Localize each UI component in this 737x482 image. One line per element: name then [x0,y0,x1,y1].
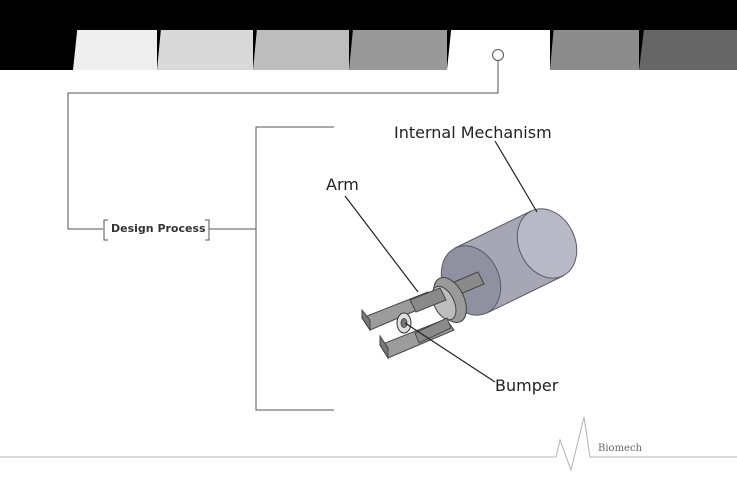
cylinder-housing [440,208,578,316]
section-label-design-process: Design Process [111,222,206,235]
tab-4[interactable] [349,30,447,70]
leader-internal-mechanism [494,140,538,213]
content-bracket [255,126,334,411]
callout-internal-mechanism: Internal Mechanism [394,123,552,142]
leader-bumper [404,322,496,383]
tab-3[interactable] [253,30,349,70]
tab-7[interactable] [639,30,737,70]
footer-brand: Biomech [598,443,643,454]
header-bar [0,0,737,70]
leader-arm [344,195,419,293]
arm-assembly [361,287,455,360]
active-tab-marker [492,49,504,61]
footer-pulse-line [0,416,737,472]
tree-connector [67,61,499,230]
label-bracket-left [103,219,108,241]
mechanism-illustration [361,208,578,360]
bumper [396,312,412,334]
label-bracket-right [205,219,210,241]
tab-6[interactable] [550,30,639,70]
tab-1[interactable] [73,30,157,70]
callout-arm: Arm [326,175,359,194]
tab-2[interactable] [157,30,253,70]
callout-bumper: Bumper [495,376,559,395]
